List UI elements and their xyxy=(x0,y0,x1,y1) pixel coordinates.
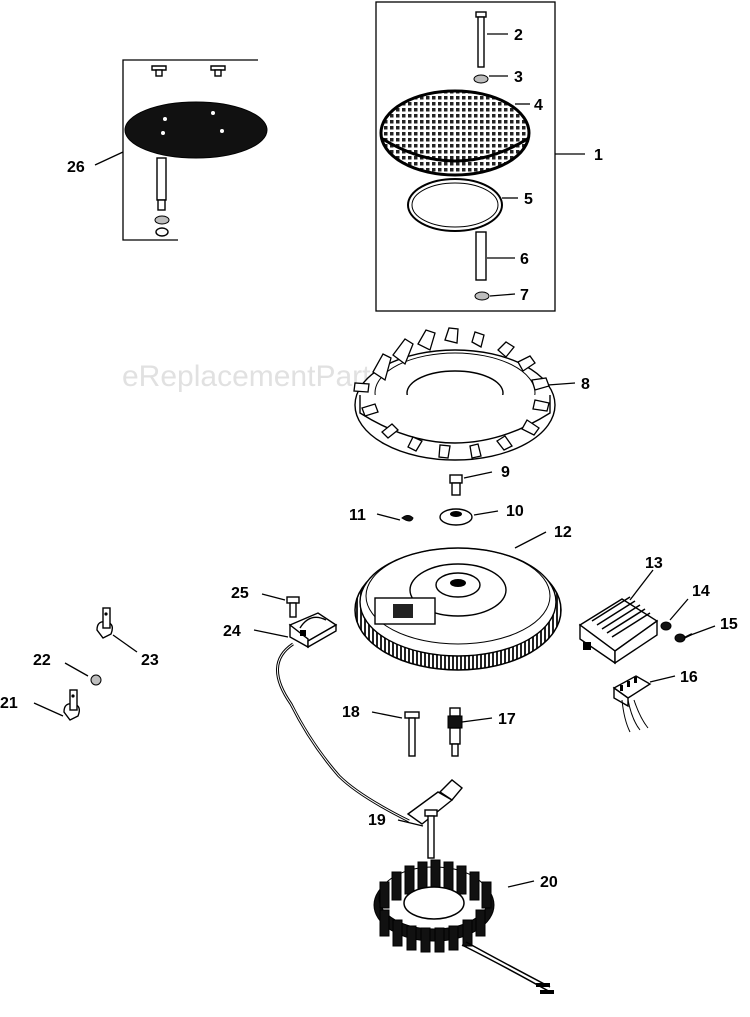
callout-15: 15 xyxy=(720,616,738,633)
part-1-kit-box xyxy=(375,1,556,312)
part-12-flywheel xyxy=(354,547,562,671)
part-18-bolt xyxy=(404,711,420,757)
part-25-screw xyxy=(286,596,300,618)
callout-26: 26 xyxy=(67,159,85,176)
callout-5: 5 xyxy=(524,191,533,208)
part-19-bolt xyxy=(424,809,438,859)
callout-14: 14 xyxy=(692,583,710,600)
part-23-clip xyxy=(96,607,114,639)
part-21-clip xyxy=(63,689,81,721)
part-16-connector xyxy=(612,675,652,733)
callout-6: 6 xyxy=(520,251,529,268)
part-11-key xyxy=(401,515,414,522)
callout-21: 21 xyxy=(0,695,18,712)
part-10-spacer xyxy=(439,508,473,526)
callout-13: 13 xyxy=(645,555,663,572)
part-8-cooling-fan xyxy=(353,327,556,461)
part-13-regulator xyxy=(578,596,659,665)
part-17-spark-plug xyxy=(447,707,463,757)
callout-20: 20 xyxy=(540,874,558,891)
part-3-washer xyxy=(473,74,489,84)
part-5-retaining-ring xyxy=(407,178,503,232)
part-7-washer xyxy=(474,291,490,301)
callout-4: 4 xyxy=(534,97,543,114)
part-4-grille xyxy=(379,89,531,177)
part-14-nut xyxy=(660,621,672,631)
callout-1: 1 xyxy=(594,147,603,164)
part-6-pin xyxy=(475,231,487,281)
callout-11: 11 xyxy=(349,507,366,524)
callout-19: 19 xyxy=(368,812,386,829)
callout-18: 18 xyxy=(342,704,360,721)
callout-23: 23 xyxy=(141,652,159,669)
callout-10: 10 xyxy=(506,503,524,520)
part-9-bolt xyxy=(449,474,463,496)
callout-12: 12 xyxy=(554,524,572,541)
part-2-screw xyxy=(475,11,487,68)
part-22-washer xyxy=(90,674,102,686)
callout-17: 17 xyxy=(498,711,516,728)
callout-16: 16 xyxy=(680,669,698,686)
callout-3: 3 xyxy=(514,69,523,86)
callout-24: 24 xyxy=(223,623,241,640)
callout-9: 9 xyxy=(501,464,510,481)
callout-22: 22 xyxy=(33,652,51,669)
part-24-ignition-module xyxy=(276,612,463,825)
callout-8: 8 xyxy=(581,376,590,393)
callout-2: 2 xyxy=(514,27,523,44)
callout-25: 25 xyxy=(231,585,249,602)
callout-7: 7 xyxy=(520,287,529,304)
part-20-stator xyxy=(373,859,554,994)
part-26-screen-assembly xyxy=(122,59,268,241)
